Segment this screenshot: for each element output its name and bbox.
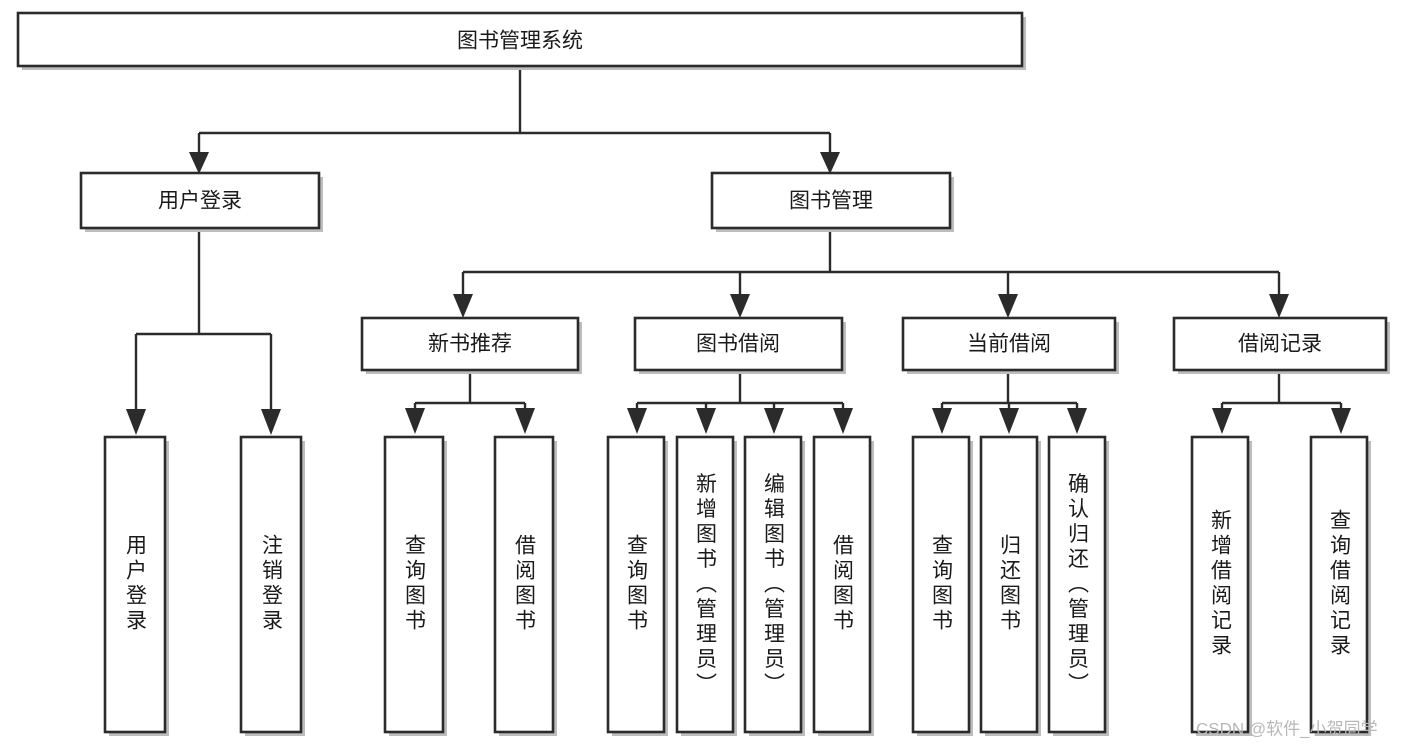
- arrow-bookborrow-leaf-1: [627, 408, 647, 434]
- leaf-user-login-logout[interactable]: 注销登录: [239, 435, 305, 736]
- borrow-record-label: 借阅记录: [1238, 333, 1322, 356]
- node-borrow-record[interactable]: 借阅记录: [1172, 316, 1390, 374]
- leaf-label: 查询图书: [403, 534, 427, 634]
- leaf-borrow-record-add[interactable]: 新增借阅记录: [1190, 435, 1252, 736]
- leaf-box[interactable]: [1190, 435, 1250, 734]
- leaf-box[interactable]: [606, 435, 666, 734]
- watermark: CSDN @软件_小贺同学: [1196, 720, 1378, 739]
- leaf-label: 注销登录: [260, 534, 284, 634]
- arrow-book-mgmt-to-new-book: [453, 294, 473, 318]
- leaf-current-borrow-return[interactable]: 归还图书: [979, 435, 1041, 736]
- arrow-user-login-leaf-2: [261, 409, 281, 435]
- leaf-current-borrow-confirm[interactable]: 确认归还（管理员）: [1047, 435, 1109, 736]
- arrow-borrowrecord-leaf-1: [1212, 408, 1232, 434]
- leaf-label: 编辑图书（管理员）: [762, 473, 786, 698]
- leaf-box[interactable]: [1047, 435, 1107, 734]
- book-borrow-label: 图书借阅: [696, 333, 780, 356]
- node-root-system[interactable]: 图书管理系统: [16, 11, 1026, 70]
- node-current-borrow[interactable]: 当前借阅: [901, 316, 1119, 374]
- borrow-record-box[interactable]: [1172, 316, 1388, 372]
- leaf-box[interactable]: [979, 435, 1039, 734]
- leaf-box[interactable]: [239, 435, 303, 734]
- arrow-book-mgmt-to-current-borrow: [998, 294, 1018, 318]
- leaf-label: 借阅图书: [831, 534, 855, 634]
- current-borrow-label: 当前借阅: [967, 333, 1051, 356]
- arrow-currentborrow-leaf-2: [999, 408, 1019, 434]
- leaf-box[interactable]: [743, 435, 803, 734]
- leaf-new-book-query[interactable]: 查询图书: [383, 435, 447, 736]
- leaf-box[interactable]: [675, 435, 735, 734]
- node-book-borrow[interactable]: 图书借阅: [633, 316, 846, 374]
- arrow-bookborrow-leaf-2: [696, 408, 716, 434]
- book-borrow-box[interactable]: [633, 316, 844, 372]
- leaf-box[interactable]: [812, 435, 872, 734]
- user-login-box[interactable]: [79, 171, 321, 230]
- arrow-currentborrow-leaf-1: [932, 408, 952, 434]
- arrow-newbook-leaf-1: [405, 408, 425, 434]
- node-user-login[interactable]: 用户登录: [79, 171, 323, 232]
- leaf-box[interactable]: [383, 435, 445, 734]
- new-book-recommend-box[interactable]: [360, 316, 580, 372]
- leaf-label: 归还图书: [998, 534, 1022, 634]
- leaf-borrow-record-query[interactable]: 查询借阅记录: [1309, 435, 1371, 736]
- node-book-management[interactable]: 图书管理: [710, 171, 954, 232]
- arrow-user-login-leaf-1: [126, 409, 146, 435]
- leaf-book-borrow-add[interactable]: 新增图书（管理员）: [675, 435, 737, 736]
- arrow-currentborrow-leaf-3: [1067, 408, 1087, 434]
- leaf-user-login-login[interactable]: 用户登录: [103, 435, 169, 736]
- arrow-newbook-leaf-2: [515, 408, 535, 434]
- leaf-label: 查询图书: [930, 534, 954, 634]
- book-management-box[interactable]: [710, 171, 952, 230]
- leaf-current-borrow-query[interactable]: 查询图书: [911, 435, 973, 736]
- current-borrow-box[interactable]: [901, 316, 1117, 372]
- leaf-book-borrow-edit[interactable]: 编辑图书（管理员）: [743, 435, 805, 736]
- leaf-box[interactable]: [103, 435, 167, 734]
- arrow-book-mgmt-to-book-borrow: [730, 294, 750, 318]
- leaf-box[interactable]: [911, 435, 971, 734]
- leaf-box[interactable]: [1309, 435, 1369, 734]
- node-new-book-recommend[interactable]: 新书推荐: [360, 316, 582, 374]
- user-login-label: 用户登录: [158, 190, 242, 213]
- root-box[interactable]: [16, 11, 1024, 68]
- arrow-book-mgmt-to-borrow-record: [1269, 294, 1289, 318]
- arrow-root-to-book-mgmt: [820, 152, 840, 174]
- connector-layer: [126, 66, 1351, 435]
- leaf-label: 新增借阅记录: [1209, 509, 1233, 659]
- leaf-label: 借阅图书: [513, 534, 537, 634]
- arrow-bookborrow-leaf-4: [833, 408, 853, 434]
- leaf-book-borrow-query[interactable]: 查询图书: [606, 435, 668, 736]
- arrow-root-to-user-login: [189, 152, 209, 174]
- leaf-new-book-borrow[interactable]: 借阅图书: [493, 435, 557, 736]
- arrow-bookborrow-leaf-3: [764, 408, 784, 434]
- leaf-label: 用户登录: [124, 534, 148, 634]
- leaf-label: 查询图书: [625, 534, 649, 634]
- leaf-book-borrow-borrow[interactable]: 借阅图书: [812, 435, 874, 736]
- book-management-label: 图书管理: [789, 190, 873, 213]
- leaf-label: 确认归还（管理员）: [1066, 473, 1090, 698]
- leaf-box[interactable]: [493, 435, 555, 734]
- new-book-recommend-label: 新书推荐: [428, 333, 512, 356]
- leaf-label: 查询借阅记录: [1328, 509, 1352, 659]
- leaf-label: 新增图书（管理员）: [694, 473, 718, 698]
- root-label: 图书管理系统: [457, 30, 583, 53]
- arrow-borrowrecord-leaf-2: [1331, 408, 1351, 434]
